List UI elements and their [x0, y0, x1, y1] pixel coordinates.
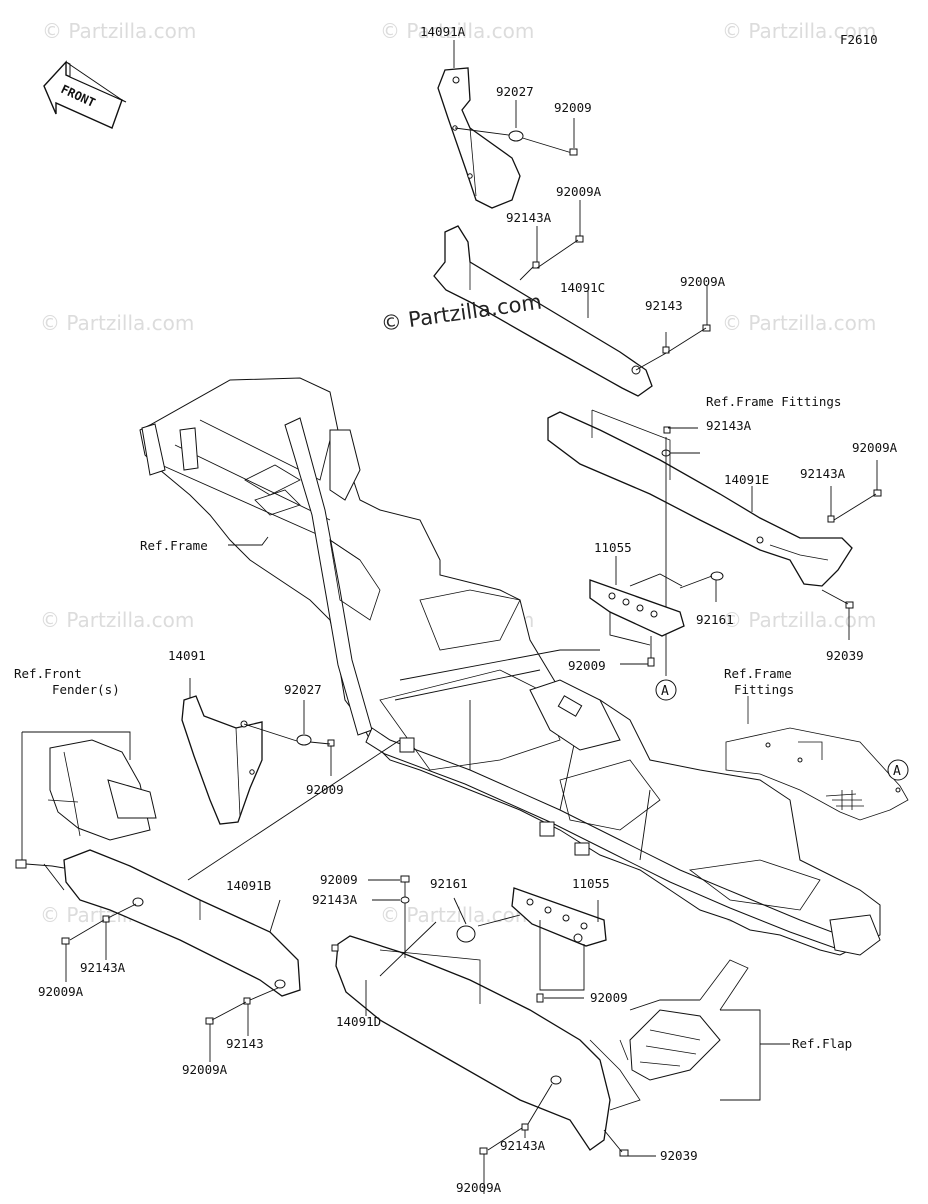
- label-92039: 92039: [660, 1148, 698, 1163]
- label-92143: 92143: [645, 298, 683, 313]
- frame-drawing: [139, 377, 881, 956]
- label-92161: 92161: [430, 876, 468, 891]
- label-92143A: 92143A: [500, 1138, 546, 1153]
- figure-code: F2610: [840, 32, 878, 47]
- label-92143A: 92143A: [706, 418, 752, 433]
- watermark: © Partzilla.com: [722, 608, 876, 632]
- label-92027: 92027: [496, 84, 534, 99]
- watermark: © Partzilla.com: [722, 19, 876, 43]
- callout-a-1: A: [655, 679, 677, 701]
- label-ref-flap: Ref.Flap: [792, 1036, 852, 1051]
- label-ref-frame-fittings-b: Fittings: [734, 682, 794, 697]
- ref-flap-detail: [589, 959, 790, 1111]
- label-92143A: 92143A: [80, 960, 126, 975]
- ref-frame-fittings-detail: A: [725, 696, 909, 821]
- label-92143A: 92143A: [312, 892, 358, 907]
- label-ref-front-fender-b: Fender(s): [52, 682, 120, 697]
- label-ref-frame: Ref.Frame: [140, 538, 208, 553]
- hardware-92027-92009-top: [508, 100, 578, 156]
- watermark: © Partzilla.com: [40, 311, 194, 335]
- label-92009: 92009: [568, 658, 606, 673]
- part-14091B: [61, 849, 301, 1062]
- label-14091E: 14091E: [724, 472, 769, 487]
- part-14091A: [437, 40, 573, 209]
- label-92009A: 92009A: [182, 1062, 228, 1077]
- label-92009A: 92009A: [38, 984, 84, 999]
- label-ref-frame-fittings-a: Ref.Frame: [724, 666, 792, 681]
- label-ref-frame-fittings: Ref.Frame Fittings: [706, 394, 841, 409]
- front-arrow-icon: FRONT: [43, 60, 127, 129]
- callout-letter: A: [893, 764, 901, 779]
- label-11055: 11055: [594, 540, 632, 555]
- label-92009: 92009: [554, 100, 592, 115]
- watermark: © Partzilla.com: [42, 19, 196, 43]
- part-14091C: [433, 200, 711, 397]
- label-92009A: 92009A: [852, 440, 898, 455]
- front-fender-detail: [15, 731, 157, 891]
- watermark: © Partzilla.com: [40, 608, 194, 632]
- label-92039: 92039: [826, 648, 864, 663]
- watermark: © Partzilla.com: [380, 903, 534, 927]
- label-14091D: 14091D: [336, 1014, 381, 1029]
- label-92009: 92009: [306, 782, 344, 797]
- part-labels: 14091A 92027 92009 92009A 92143A 14091C …: [14, 24, 898, 1195]
- label-92143: 92143: [226, 1036, 264, 1051]
- label-92009A: 92009A: [556, 184, 602, 199]
- label-92009A: 92009A: [456, 1180, 502, 1195]
- watermark: © Partzilla.com: [722, 311, 876, 335]
- part-14091D: [331, 875, 656, 1194]
- watermarks: © Partzilla.com © Partzilla.com © Partzi…: [40, 19, 876, 927]
- label-14091A: 14091A: [420, 24, 466, 39]
- label-ref-front-fender-a: Ref.Front: [14, 666, 82, 681]
- label-92161: 92161: [696, 612, 734, 627]
- label-92009: 92009: [590, 990, 628, 1005]
- label-14091C: 14091C: [560, 280, 605, 295]
- watermark: © Partzilla.com: [380, 19, 534, 43]
- label-92143A: 92143A: [800, 466, 846, 481]
- part-11055-upper: [589, 556, 724, 667]
- label-14091: 14091: [168, 648, 206, 663]
- callout-letter: A: [661, 684, 669, 699]
- label-14091B: 14091B: [226, 878, 271, 893]
- label-11055: 11055: [572, 876, 610, 891]
- label-92143A: 92143A: [506, 210, 552, 225]
- part-14091: [181, 678, 335, 825]
- label-92009: 92009: [320, 872, 358, 887]
- label-92027: 92027: [284, 682, 322, 697]
- part-14091E: [547, 409, 882, 676]
- label-92009A: 92009A: [680, 274, 726, 289]
